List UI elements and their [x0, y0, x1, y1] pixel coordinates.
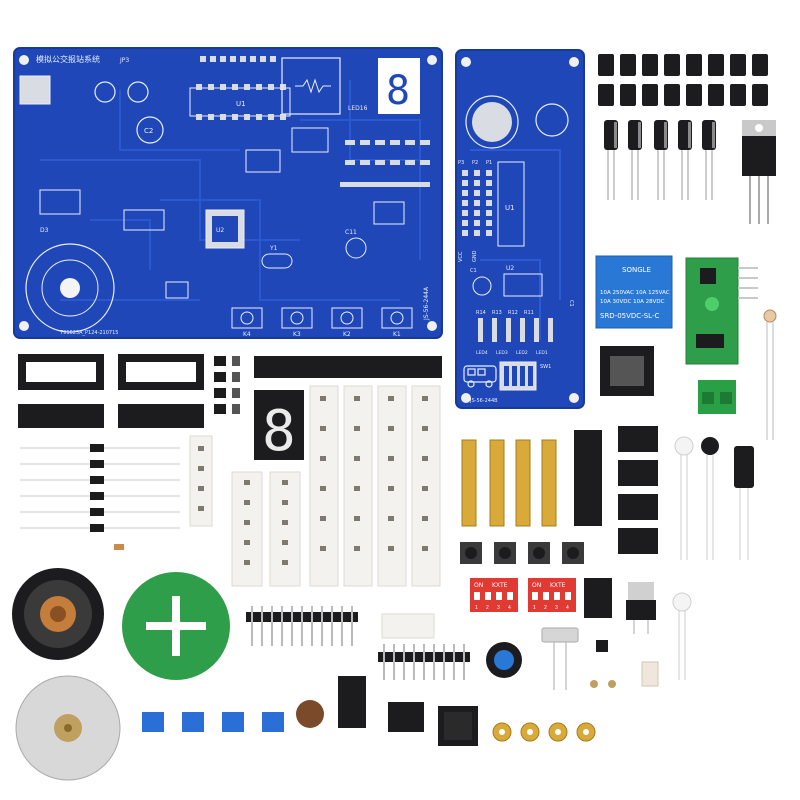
soic-ic-large — [338, 676, 366, 728]
side-label-c1: C1 — [470, 268, 477, 274]
qfp-mcu — [438, 706, 478, 746]
side-label-c1b: C1 — [568, 300, 574, 307]
side-label-p1: P1 — [486, 160, 492, 166]
side-label-r14: R14 — [476, 310, 486, 316]
side-label-gnd: GND — [472, 250, 478, 262]
smd-component-tapes — [189, 385, 441, 587]
main-pcb-footer-code: 791623A_P124-210715 — [60, 330, 118, 336]
main-pcb-title: 模拟公交报站系统 — [36, 54, 100, 64]
side-label-p2: P2 — [472, 160, 478, 166]
main-pcb: 模拟公交报站系统 U1 JP3 8 LED16 C2 U2 — [13, 47, 443, 339]
label-jp3: JP3 — [119, 57, 129, 64]
label-led16: LED16 — [348, 105, 368, 112]
dip1-on: ON — [474, 582, 483, 589]
side-pcb: U1 P3 P2 P1 VCC GND U2 C1 R14 R13 R12 R1… — [455, 49, 585, 409]
soic-chips — [618, 426, 658, 554]
dip2-n1: 1 — [533, 605, 536, 611]
diodes — [20, 444, 180, 550]
side-pcb-code: JS-56-244B — [469, 398, 498, 404]
label-k4: K4 — [243, 331, 251, 338]
pin-header-strip — [254, 356, 442, 378]
dip2-n2: 2 — [544, 605, 547, 611]
dip2-on: ON — [532, 582, 541, 589]
label-u2: U2 — [216, 227, 224, 234]
screws — [590, 680, 616, 688]
side-label-led3: LED3 — [496, 350, 508, 356]
side-label-u1: U1 — [505, 204, 515, 212]
screw-terminal — [698, 380, 736, 414]
brass-standoffs — [461, 439, 557, 527]
label-k3: K3 — [293, 331, 301, 338]
bus-icon — [463, 365, 497, 388]
voltage-regulator — [742, 120, 776, 224]
transistor-block — [584, 578, 612, 618]
brass-nuts — [492, 722, 596, 742]
buzzer — [296, 700, 324, 728]
side-label-p3: P3 — [458, 160, 464, 166]
dip1-brand: KXTE — [492, 582, 508, 589]
header-block — [388, 702, 424, 732]
potentiometer-icon — [486, 642, 522, 678]
label-c11: C11 — [345, 229, 357, 236]
dip-ics — [18, 404, 204, 428]
rf-module — [685, 257, 758, 365]
dip2-n4: 4 — [566, 605, 569, 611]
side-label-r13: R13 — [492, 310, 502, 316]
relay-rating-1: 10A 250VAC 10A 125VAC — [600, 290, 670, 296]
transistor-strip — [574, 430, 602, 526]
photoresistor — [763, 309, 777, 440]
side-label-led1: LED1 — [536, 350, 548, 356]
label-d3: D3 — [40, 227, 49, 234]
dip1-n3: 3 — [497, 605, 500, 611]
dip2-n3: 3 — [555, 605, 558, 611]
main-pcb-code: JS-56-244A — [423, 286, 430, 321]
pushbutton-icon — [460, 542, 584, 564]
side-label-r11: R11 — [524, 310, 534, 316]
relay-rating-2: 10A 30VDC 10A 28VDC — [600, 299, 665, 305]
label-k1: K1 — [393, 331, 401, 338]
ic-socket-8pin — [600, 346, 654, 396]
side-label-led4: LED4 — [476, 350, 488, 356]
dip-switch-2: ON KXTE 1 2 3 4 — [528, 578, 576, 612]
encoder-wheel — [122, 572, 230, 680]
seven-segment-display: 8 — [254, 390, 304, 464]
side-label-r12: R12 — [508, 310, 518, 316]
crystal-oscillator — [541, 627, 579, 690]
transistor-icon — [214, 356, 240, 414]
dip1-n1: 1 — [475, 605, 478, 611]
label-c2: C2 — [144, 127, 153, 135]
small-transistor — [596, 640, 608, 652]
relay-brand: SONGLE — [622, 266, 651, 274]
jumper-caps — [598, 54, 768, 106]
ir-receiver — [641, 661, 659, 687]
side-label-vcc: VCC — [458, 251, 464, 262]
capacitor-icon — [604, 120, 716, 200]
label-u1: U1 — [236, 100, 246, 108]
relay-model: SRD-05VDC-SL-C — [600, 312, 659, 320]
dip2-brand: KXTE — [550, 582, 566, 589]
motor-icon — [15, 675, 121, 781]
dip1-n2: 2 — [486, 605, 489, 611]
pin-headers — [246, 606, 470, 680]
side-label-led2: LED2 — [516, 350, 528, 356]
led-icon — [672, 436, 754, 680]
main-pcb-seven-seg: 8 — [386, 68, 410, 114]
dip1-n4: 4 — [508, 605, 511, 611]
dip-socket-left — [18, 354, 204, 390]
label-k2: K2 — [343, 331, 351, 338]
label-y1: Y1 — [269, 245, 278, 252]
relay: SONGLE 10A 250VAC 10A 125VAC 10A 30VDC 1… — [595, 255, 673, 329]
side-label-sw1: SW1 — [540, 364, 551, 370]
seven-seg-digit: 8 — [262, 399, 296, 464]
self-locking-switch — [626, 582, 656, 634]
trimmer-potentiometers — [142, 712, 284, 732]
speaker-icon — [12, 568, 104, 660]
dip-switch-1: ON KXTE 1 2 3 4 — [470, 578, 518, 612]
side-label-u2: U2 — [506, 265, 514, 272]
